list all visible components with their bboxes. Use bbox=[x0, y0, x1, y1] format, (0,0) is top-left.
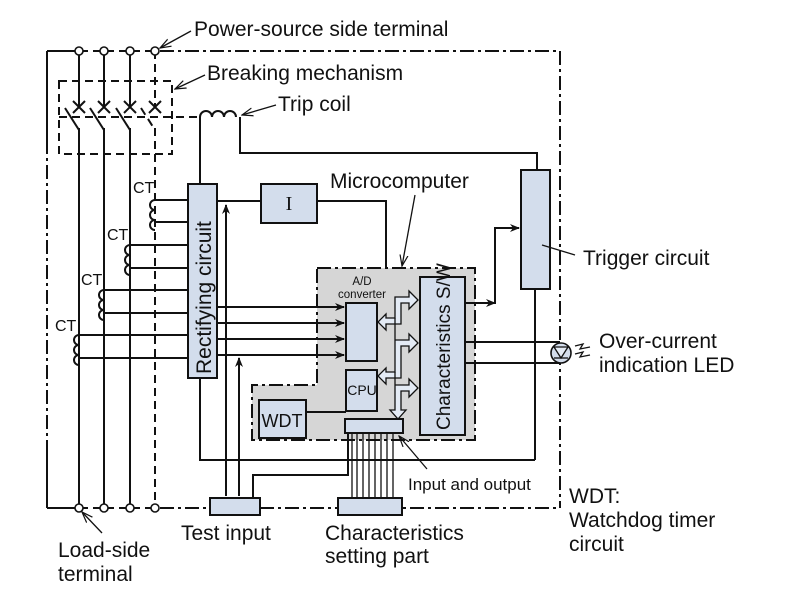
characteristics-sw-label: Characteristics S/W bbox=[434, 263, 455, 430]
ct-label: CT bbox=[81, 272, 103, 289]
cpu-label: CPU bbox=[347, 382, 377, 398]
load-side-terminal-label-2: terminal bbox=[58, 563, 133, 586]
wdt-block bbox=[258, 399, 307, 439]
ad-converter-block bbox=[345, 302, 378, 362]
wdt-note-label-3: circuit bbox=[569, 533, 624, 556]
over-current-led-label-1: Over-current bbox=[599, 330, 717, 353]
ct-label: CT bbox=[55, 318, 77, 335]
input-output-block bbox=[344, 418, 404, 434]
current-block bbox=[260, 183, 318, 224]
wdt-note-label-2: Watchdog timer bbox=[569, 509, 715, 532]
characteristics-setting-label-1: Characteristics bbox=[325, 522, 464, 545]
ad-converter-label-1: A/D bbox=[352, 276, 371, 288]
load-side-terminals bbox=[74, 503, 160, 513]
test-input-label: Test input bbox=[181, 522, 271, 545]
ct-label: CT bbox=[133, 180, 155, 197]
ad-converter-label-2: converter bbox=[338, 289, 386, 301]
internal-bus bbox=[377, 289, 419, 332]
test-input-block bbox=[209, 497, 261, 516]
breaking-mechanism-label: Breaking mechanism bbox=[207, 62, 403, 85]
current-block-label: I bbox=[286, 193, 293, 215]
phase-conductors bbox=[64, 51, 162, 508]
trigger-circuit-label: Trigger circuit bbox=[583, 247, 710, 270]
characteristics-setting-block bbox=[337, 497, 403, 516]
trigger-circuit-block bbox=[520, 169, 551, 290]
wdt-label: WDT bbox=[262, 411, 303, 431]
over-current-led bbox=[550, 342, 591, 364]
io-bus-wires bbox=[351, 433, 394, 498]
characteristics-setting-label-2: setting part bbox=[325, 545, 429, 568]
load-side-terminal-label-1: Load-side bbox=[58, 539, 150, 562]
trip-coil-label: Trip coil bbox=[278, 93, 351, 116]
over-current-led-label-2: indication LED bbox=[599, 354, 734, 377]
power-source-terminals bbox=[74, 46, 160, 56]
cpu-block bbox=[345, 369, 378, 412]
ct-label: CT bbox=[107, 227, 129, 244]
microcomputer-label: Microcomputer bbox=[330, 170, 469, 193]
wdt-note-label-1: WDT: bbox=[569, 485, 620, 508]
rectifying-circuit-label: Rectifying circuit bbox=[193, 221, 216, 374]
rectifying-circuit-block bbox=[187, 183, 218, 379]
characteristics-sw-block bbox=[419, 276, 466, 436]
power-source-terminal-label: Power-source side terminal bbox=[194, 18, 448, 41]
breaking-mechanism-box bbox=[58, 80, 173, 155]
ct-coils bbox=[73, 199, 187, 366]
input-output-label: Input and output bbox=[408, 475, 531, 494]
trip-coil bbox=[199, 110, 237, 118]
